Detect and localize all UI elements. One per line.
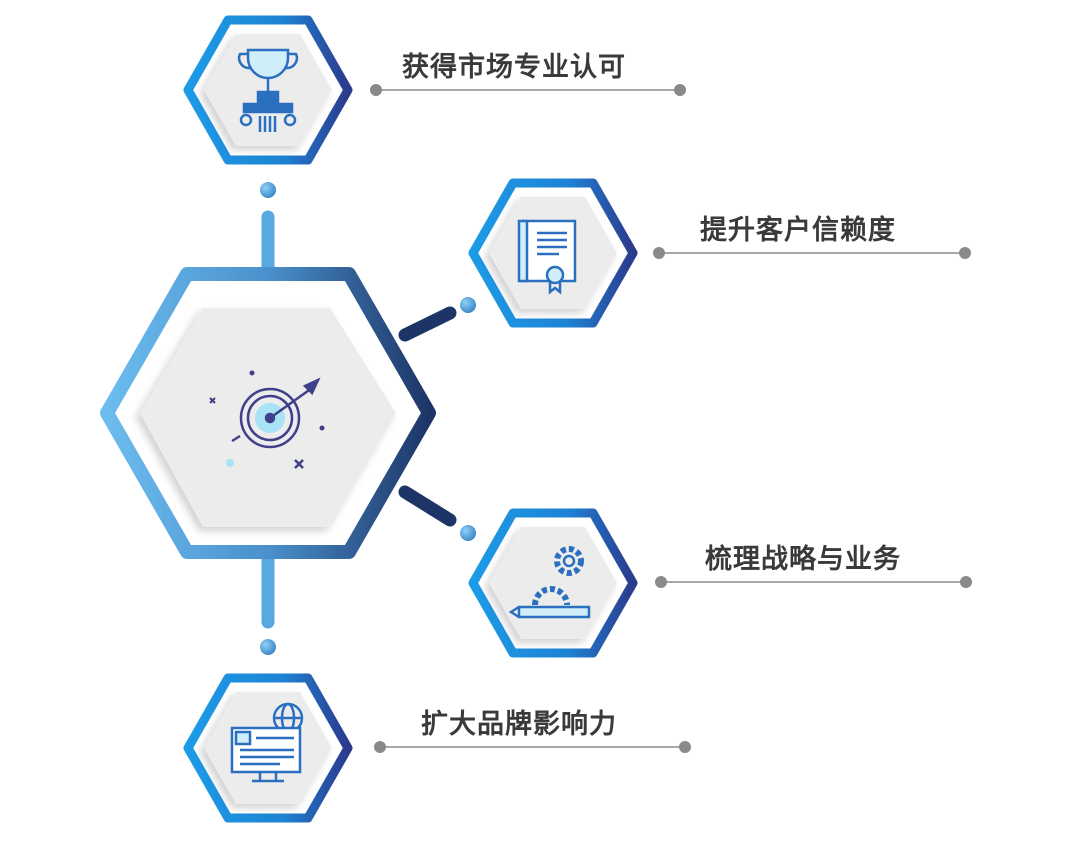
- hexagon-item-1: [183, 15, 353, 165]
- connector-dot: [460, 525, 476, 541]
- connector-dot: [260, 182, 276, 198]
- center-hexagon: [100, 267, 436, 559]
- target-arrow-icon: [209, 370, 325, 469]
- gear-pencil-icon: [508, 546, 591, 619]
- hexagon-item-3: [468, 508, 638, 658]
- connector-dot: [260, 639, 276, 655]
- item-label: 梳理战略与业务: [705, 544, 901, 575]
- hexagon-item-4: [183, 673, 353, 823]
- item-label: 获得市场专业认可: [402, 52, 626, 83]
- item-label: 扩大品牌影响力: [421, 709, 617, 740]
- monitor-globe-icon: [230, 702, 304, 783]
- connector-dot: [460, 297, 476, 313]
- hexagon-item-2: [468, 178, 638, 328]
- label-lines: [370, 84, 972, 753]
- certificate-icon: [517, 219, 577, 295]
- item-label: 提升客户信赖度: [700, 215, 896, 246]
- trophy-icon: [237, 48, 299, 132]
- connectors: [261, 210, 457, 629]
